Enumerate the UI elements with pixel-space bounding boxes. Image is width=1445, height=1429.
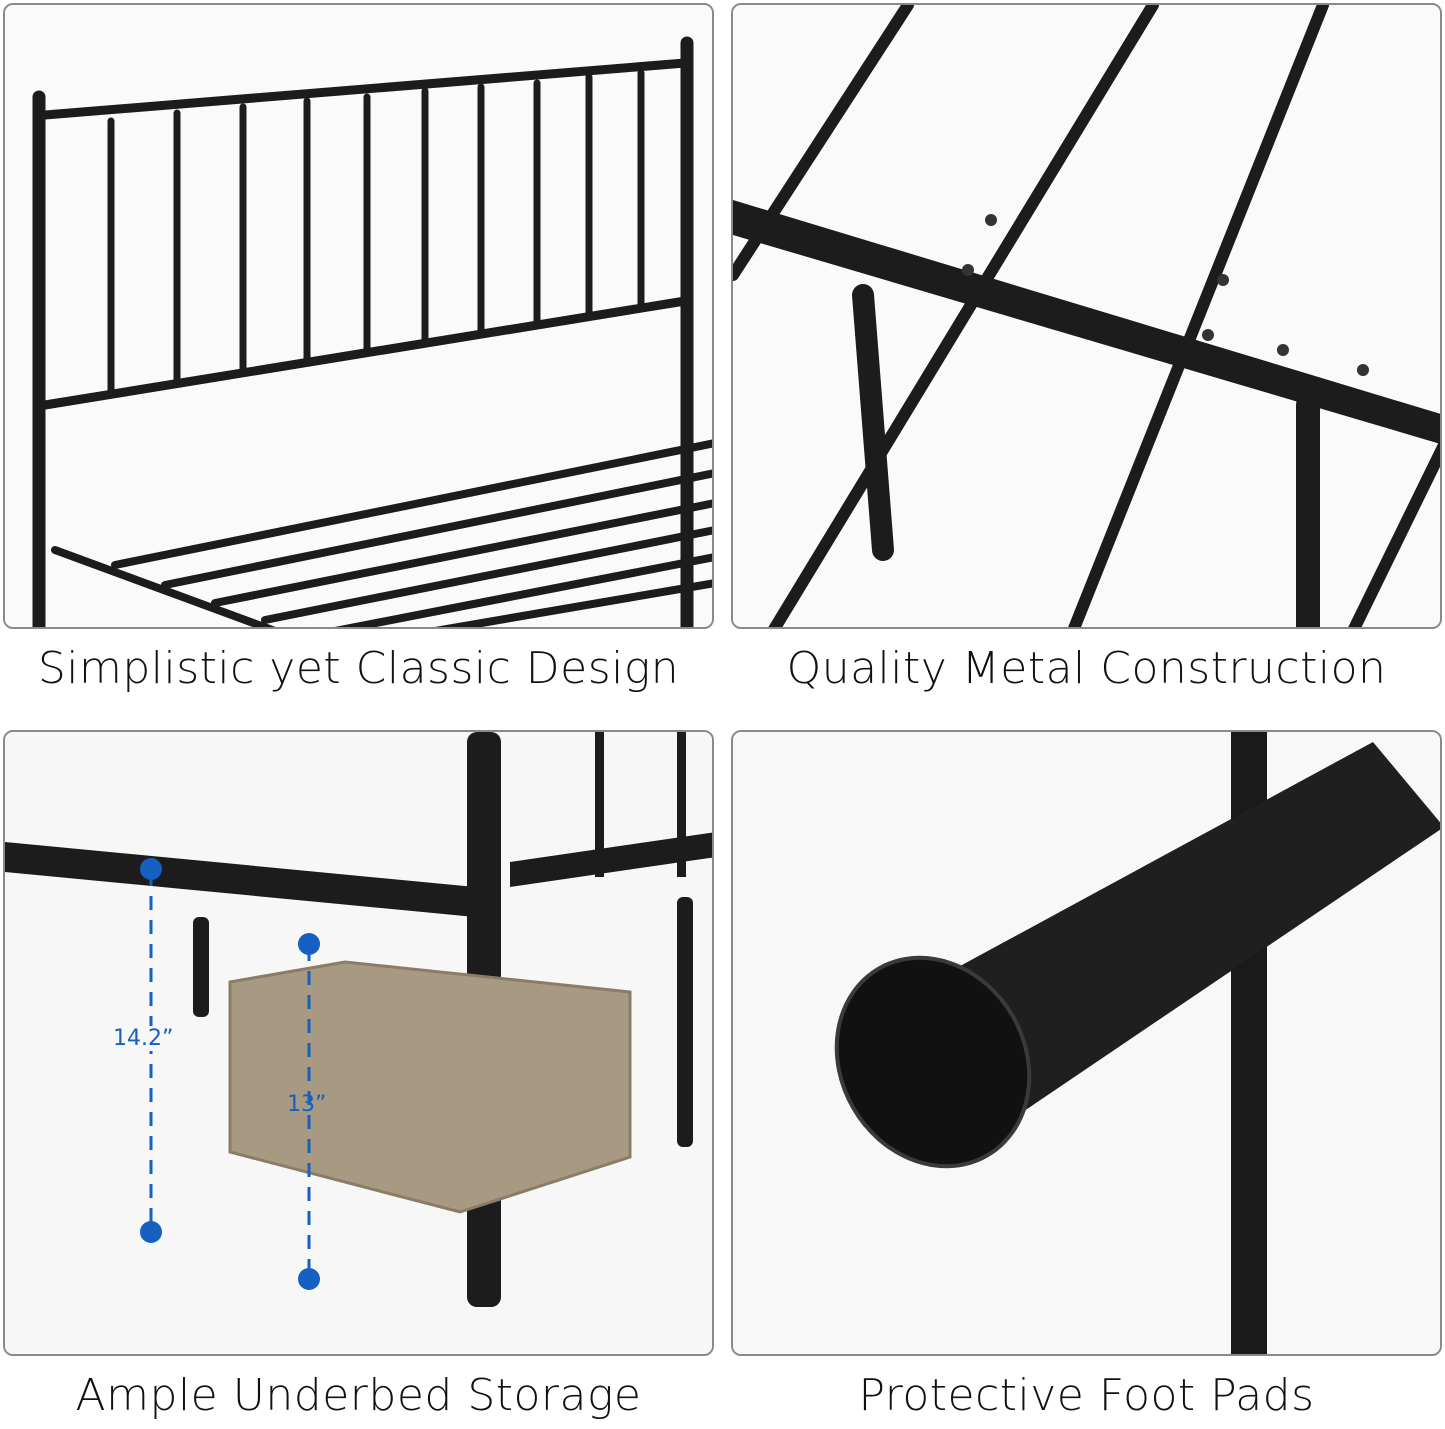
caption-foot-pads: Protective Foot Pads — [858, 1370, 1315, 1421]
caption-metal-construction: Quality Metal Construction — [786, 643, 1387, 694]
panel-classic-design — [3, 3, 714, 629]
underbed-illustration — [5, 732, 712, 1354]
measurement-label-13: 13” — [287, 1092, 327, 1117]
foot-pad-illustration — [733, 732, 1440, 1354]
headboard-illustration — [5, 5, 712, 627]
panel-underbed-storage: 14.2” 13” — [3, 730, 714, 1356]
panel-foot-pads — [731, 730, 1442, 1356]
caption-underbed-storage: Ample Underbed Storage — [75, 1370, 642, 1421]
metal-joint-illustration — [733, 5, 1440, 627]
caption-classic-design: Simplistic yet Classic Design — [37, 643, 680, 694]
measurement-label-14-2: 14.2” — [113, 1026, 174, 1051]
panel-metal-construction — [731, 3, 1442, 629]
